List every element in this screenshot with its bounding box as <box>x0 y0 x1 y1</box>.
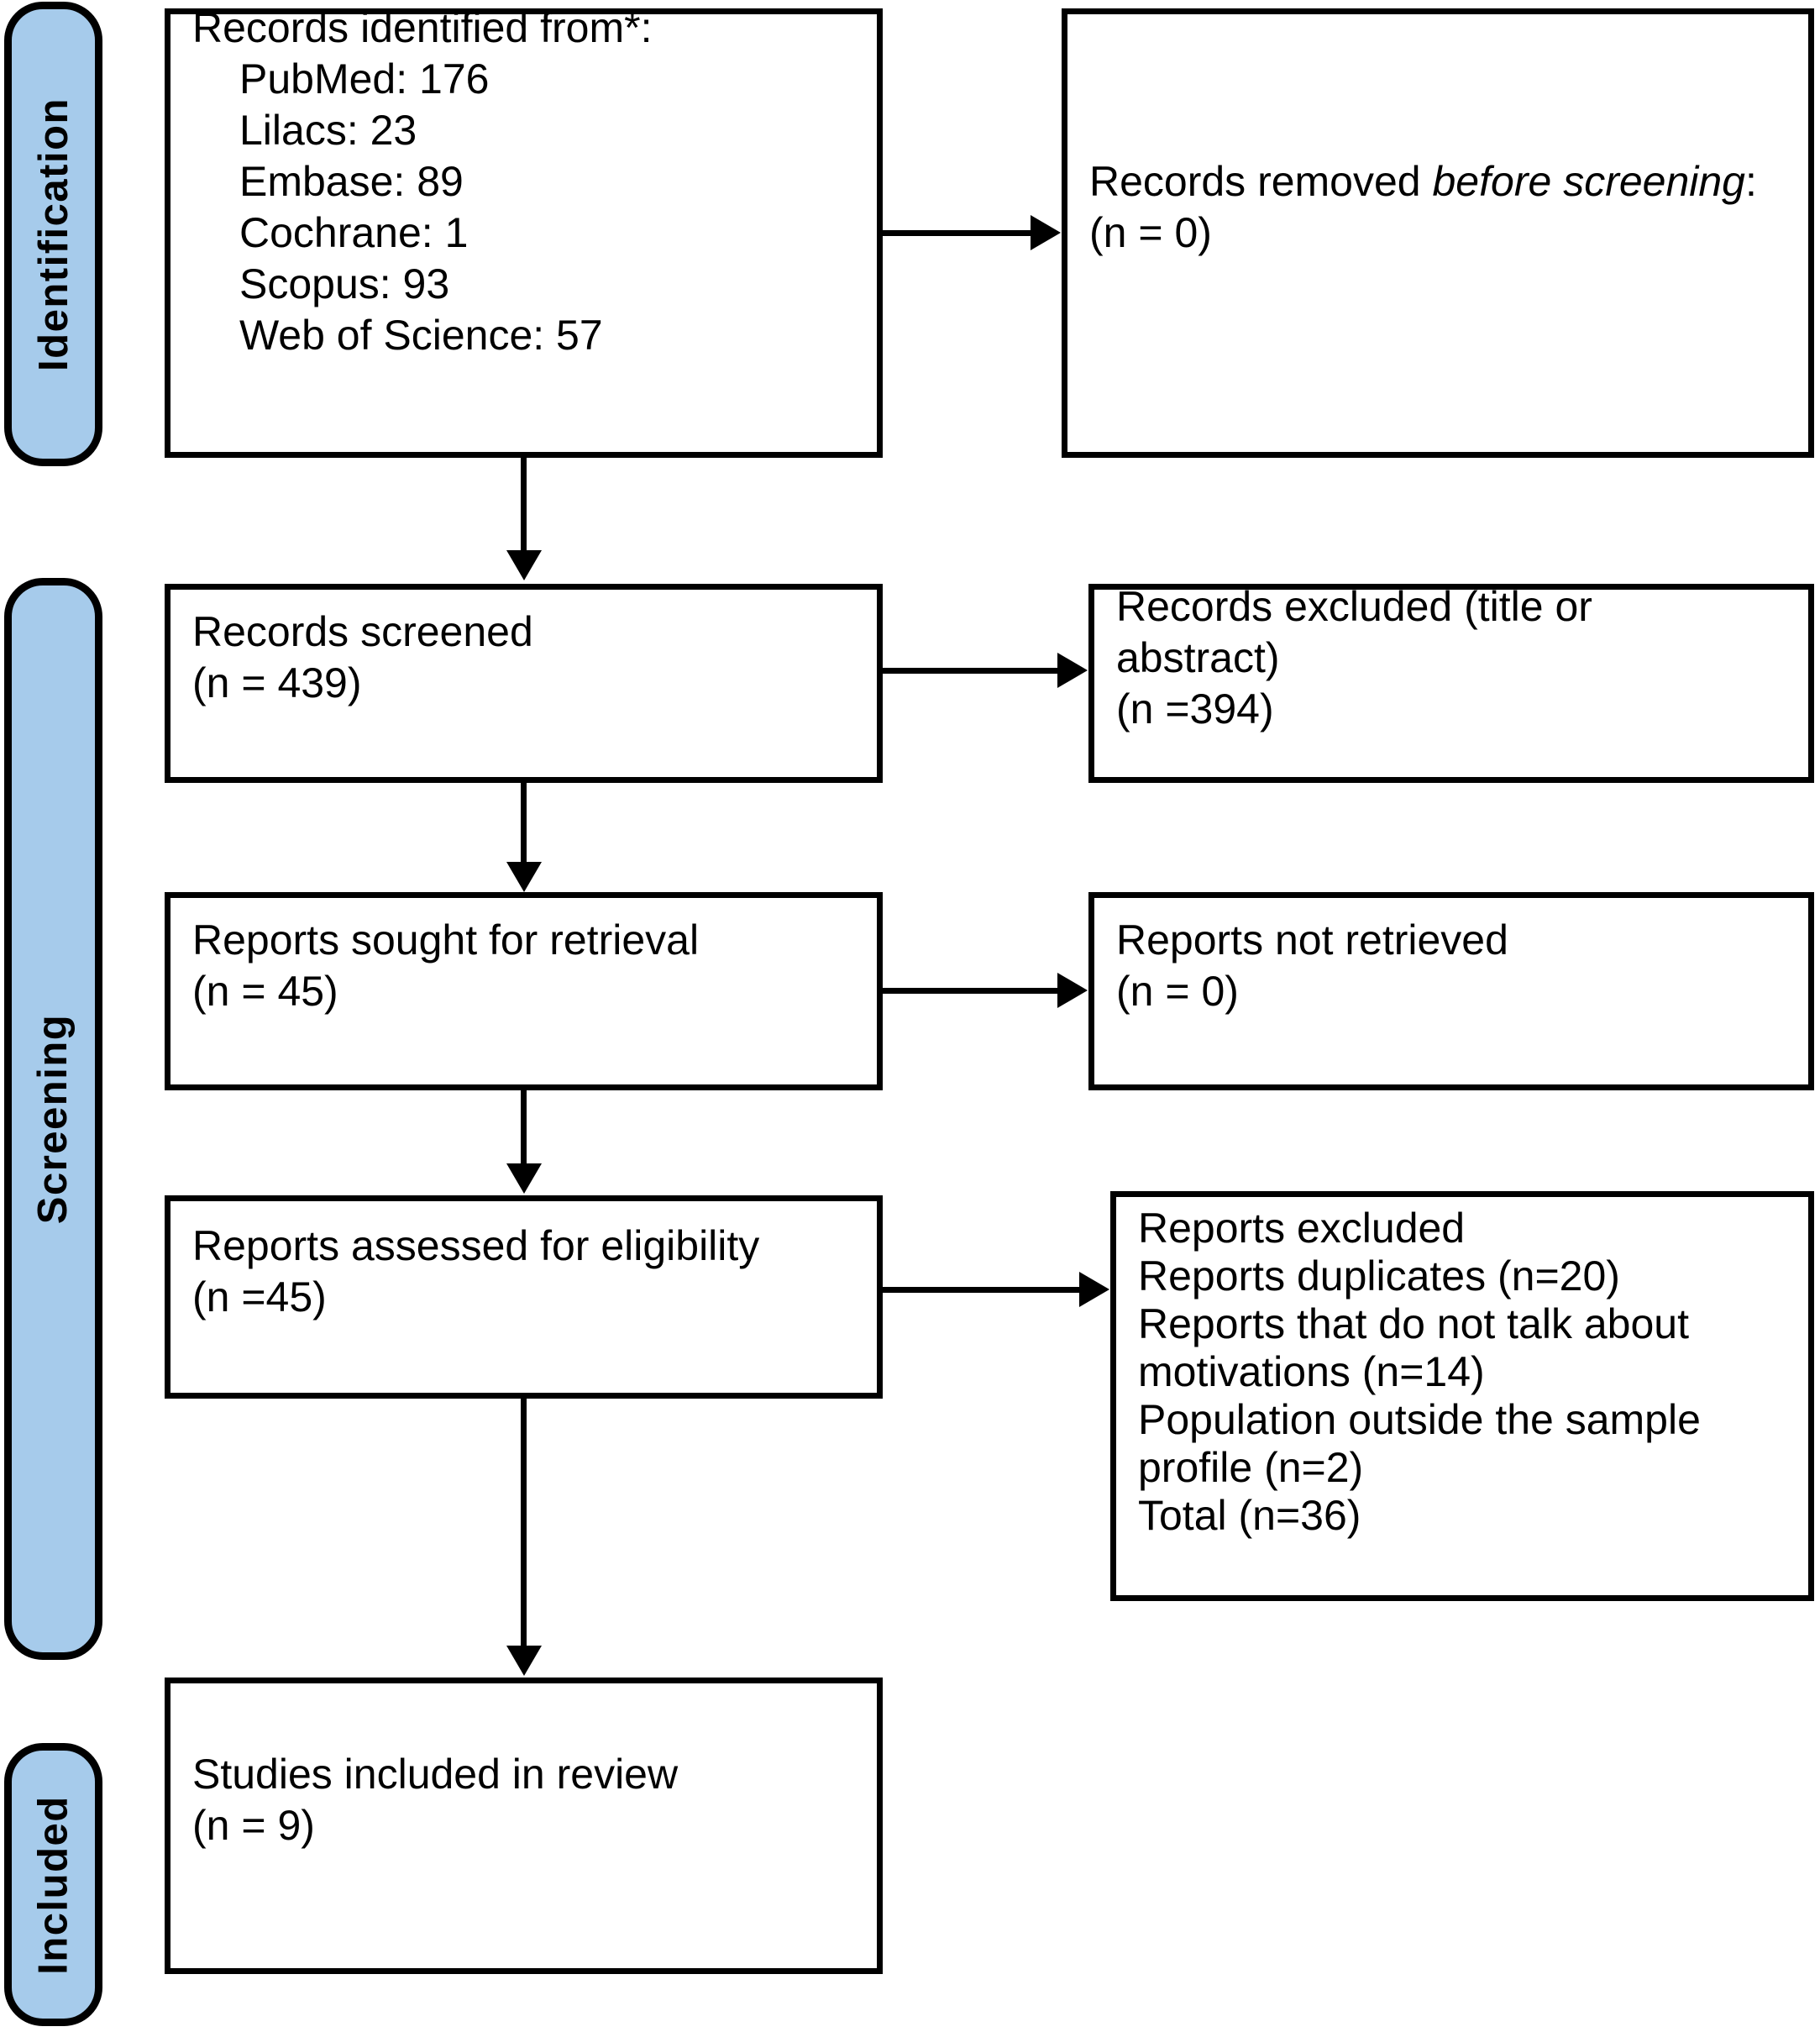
connector-sought-to-assessed <box>521 1090 527 1165</box>
reports-excluded-line7: Total (n=36) <box>1138 1492 1361 1539</box>
reports-excluded-line5: Population outside the sample <box>1138 1396 1701 1443</box>
studies-included-line1: Studies included in review <box>192 1751 679 1798</box>
reports-excluded-line4: motivations (n=14) <box>1138 1348 1485 1395</box>
arrowhead-identified-to-removed-icon <box>1031 215 1061 250</box>
records-screened-line2: (n = 439) <box>192 659 362 706</box>
arrowhead-assessed-to-included-icon <box>506 1646 542 1676</box>
source-line-web-of-science: Web of Science: 57 <box>239 312 603 359</box>
reports-sought-line2: (n = 45) <box>192 967 338 1015</box>
records-excluded-line1: Records excluded (title or <box>1116 582 1592 630</box>
reports-assessed-line2: (n =45) <box>192 1273 327 1321</box>
reports-excluded-line1: Reports excluded <box>1138 1205 1466 1252</box>
box-studies-included: Studies included in review (n = 9) <box>165 1678 883 1974</box>
reports-not-retrieved-line1: Reports not retrieved <box>1116 916 1508 963</box>
connector-screened-to-sought <box>521 783 527 864</box>
reports-assessed-line1: Reports assessed for eligibility <box>192 1221 760 1269</box>
records-removed-emph-screening: screening <box>1563 158 1745 205</box>
connector-screened-to-excluded <box>883 668 1057 674</box>
box-reports-assessed: Reports assessed for eligibility (n =45) <box>165 1195 883 1399</box>
source-line-cochrane: Cochrane: 1 <box>239 209 469 256</box>
reports-excluded-line2: Reports duplicates (n=20) <box>1138 1252 1620 1300</box>
box-reports-excluded: Reports excluded Reports duplicates (n=2… <box>1110 1191 1814 1601</box>
box-records-screened: Records screened (n = 439) <box>165 584 883 783</box>
connector-identified-to-removed <box>883 230 1031 236</box>
box-records-excluded: Records excluded (title or abstract) (n … <box>1088 581 1814 786</box>
records-removed-tail: : (n = 0) <box>1089 158 1769 256</box>
stage-pill-identification: Identification <box>4 2 102 466</box>
stage-label-included: Included <box>30 1794 76 1975</box>
source-line-embase: Embase: 89 <box>239 158 464 205</box>
reports-excluded-text: Reports excluded Reports duplicates (n=2… <box>1116 1205 1808 1588</box>
box-records-removed: Records removed before screening: (n = 0… <box>1062 8 1814 458</box>
connector-assessed-to-excluded <box>883 1287 1079 1293</box>
arrowhead-assessed-to-excluded-icon <box>1079 1272 1109 1307</box>
source-line-scopus: Scopus: 93 <box>239 260 450 307</box>
records-screened-text: Records screened (n = 439) <box>170 606 877 760</box>
source-line-pubmed: PubMed: 176 <box>239 55 490 102</box>
stage-label-screening: Screening <box>30 1013 76 1225</box>
box-reports-sought: Reports sought for retrieval (n = 45) <box>165 892 883 1090</box>
records-screened-line1: Records screened <box>192 608 533 655</box>
records-removed-text: Records removed before screening: (n = 0… <box>1067 156 1808 310</box>
arrowhead-sought-to-not-retrieved-icon <box>1057 973 1088 1008</box>
arrowhead-sought-to-assessed-icon <box>506 1163 542 1194</box>
stage-pill-screening: Screening <box>4 578 102 1660</box>
studies-included-line2: (n = 9) <box>192 1802 315 1849</box>
reports-excluded-line6: profile (n=2) <box>1138 1444 1364 1491</box>
records-removed-lead: Records removed <box>1089 158 1433 205</box>
reports-not-retrieved-line2: (n = 0) <box>1116 967 1239 1015</box>
records-excluded-line2: abstract) <box>1116 633 1280 681</box>
studies-included-text: Studies included in review (n = 9) <box>170 1749 877 1903</box>
connector-assessed-to-included <box>521 1399 527 1647</box>
records-removed-space <box>1551 158 1563 205</box>
stage-pill-included: Included <box>4 1743 102 2026</box>
reports-sought-text: Reports sought for retrieval (n = 45) <box>170 915 877 1069</box>
records-removed-emph-before: before <box>1432 158 1552 205</box>
arrowhead-screened-to-excluded-icon <box>1057 653 1088 688</box>
connector-sought-to-not-retrieved <box>883 988 1057 994</box>
box-reports-not-retrieved: Reports not retrieved (n = 0) <box>1088 892 1814 1090</box>
reports-excluded-line3: Reports that do not talk about <box>1138 1300 1689 1347</box>
source-line-lilacs: Lilacs: 23 <box>239 107 417 154</box>
arrowhead-screened-to-sought-icon <box>506 862 542 892</box>
stage-label-identification: Identification <box>30 97 76 371</box>
reports-not-retrieved-text: Reports not retrieved (n = 0) <box>1094 915 1808 1069</box>
records-excluded-line3: (n =394) <box>1116 685 1274 732</box>
records-identified-heading: Records identified from*: <box>192 4 653 51</box>
arrowhead-identified-to-screened-icon <box>506 550 542 580</box>
records-excluded-text: Records excluded (title or abstract) (n … <box>1094 581 1808 786</box>
reports-assessed-text: Reports assessed for eligibility (n =45) <box>170 1221 877 1374</box>
reports-sought-line1: Reports sought for retrieval <box>192 916 700 963</box>
connector-identified-to-screened <box>521 458 527 552</box>
